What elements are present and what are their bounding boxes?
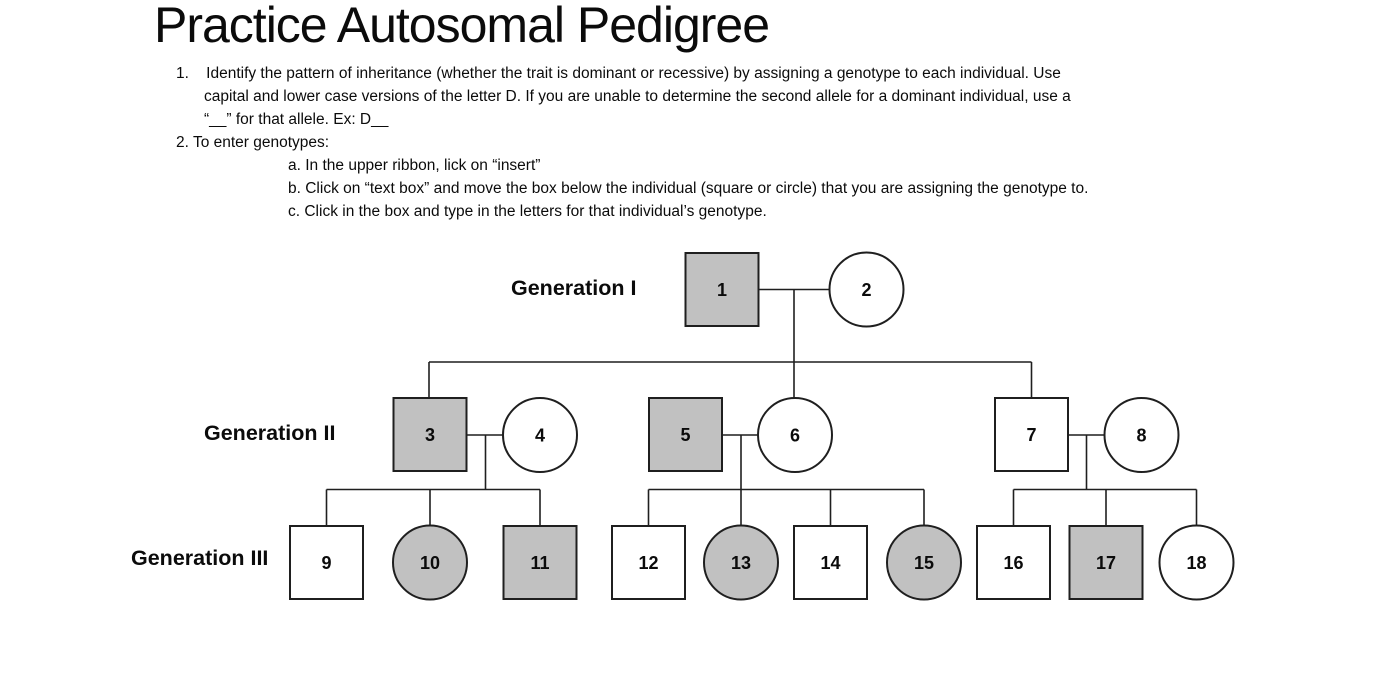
individual-8[interactable]: 8: [1103, 397, 1180, 473]
individual-number: 8: [1136, 426, 1146, 446]
male-square-symbol[interactable]: [793, 525, 868, 600]
male-square-symbol[interactable]: [502, 525, 578, 600]
individual-number: 11: [530, 553, 549, 573]
individual-number: 14: [820, 553, 840, 573]
individual-number: 12: [638, 553, 658, 573]
female-circle-symbol[interactable]: [703, 524, 779, 601]
individual-number: 15: [914, 553, 934, 573]
individual-number: 2: [861, 280, 871, 300]
female-circle-symbol[interactable]: [392, 524, 468, 601]
individual-number: 5: [680, 425, 690, 445]
male-square-symbol[interactable]: [976, 525, 1051, 600]
instruction-line-7: c. Click in the box and type in the lett…: [288, 203, 767, 220]
individual-number: 10: [420, 553, 440, 573]
individual-6[interactable]: 6: [757, 397, 833, 473]
male-square-symbol[interactable]: [684, 252, 760, 327]
individual-11[interactable]: 11: [502, 525, 578, 600]
individual-3[interactable]: 3: [392, 397, 468, 472]
individual-5[interactable]: 5: [648, 397, 723, 472]
female-circle-symbol[interactable]: [1158, 524, 1235, 601]
generation-3-label: Generation III: [131, 546, 269, 570]
individual-2[interactable]: 2: [828, 251, 905, 328]
individual-16[interactable]: 16: [976, 525, 1051, 600]
individual-number: 16: [1003, 553, 1023, 573]
instruction-line-3: “__” for that allele. Ex: D__: [204, 111, 389, 128]
individual-number: 7: [1026, 425, 1036, 445]
individual-18[interactable]: 18: [1158, 524, 1235, 601]
male-square-symbol[interactable]: [648, 397, 723, 472]
female-circle-symbol[interactable]: [757, 397, 833, 473]
individual-15[interactable]: 15: [886, 524, 962, 601]
individual-10[interactable]: 10: [392, 524, 468, 601]
instruction-line-5: a. In the upper ribbon, lick on “insert”: [288, 157, 541, 174]
male-square-symbol[interactable]: [289, 525, 364, 600]
individual-1[interactable]: 1: [684, 252, 760, 327]
individual-number: 13: [731, 553, 751, 573]
generation-2-label: Generation II: [204, 421, 336, 445]
individual-4[interactable]: 4: [502, 397, 578, 473]
individual-number: 18: [1186, 553, 1206, 573]
instruction-line-6: b. Click on “text box” and move the box …: [288, 180, 1089, 197]
individual-number: 1: [717, 280, 727, 300]
instruction-line-1: 1. Identify the pattern of inheritance (…: [176, 65, 1061, 82]
individual-13[interactable]: 13: [703, 524, 779, 601]
instruction-line-2: capital and lower case versions of the l…: [204, 88, 1071, 105]
instructions-list: 1. Identify the pattern of inheritance (…: [0, 62, 1374, 223]
male-square-symbol[interactable]: [994, 397, 1069, 472]
generation-1-label: Generation I: [511, 276, 637, 300]
individual-number: 17: [1096, 553, 1116, 573]
individual-14[interactable]: 14: [793, 525, 868, 600]
female-circle-symbol[interactable]: [502, 397, 578, 473]
individual-number: 3: [425, 425, 435, 445]
individual-7[interactable]: 7: [994, 397, 1069, 472]
individual-9[interactable]: 9: [289, 525, 364, 600]
instruction-line-4: 2. To enter genotypes:: [176, 134, 330, 151]
female-circle-symbol[interactable]: [1103, 397, 1180, 473]
male-square-symbol[interactable]: [392, 397, 468, 472]
individual-number: 6: [790, 426, 800, 446]
female-circle-symbol[interactable]: [886, 524, 962, 601]
individual-number: 9: [321, 553, 331, 573]
male-square-symbol[interactable]: [1068, 525, 1144, 600]
female-circle-symbol[interactable]: [828, 251, 905, 328]
individual-17[interactable]: 17: [1068, 525, 1144, 600]
individual-12[interactable]: 12: [611, 525, 686, 600]
male-square-symbol[interactable]: [611, 525, 686, 600]
page-title: Practice Autosomal Pedigree: [154, 0, 770, 53]
individual-number: 4: [535, 426, 545, 446]
